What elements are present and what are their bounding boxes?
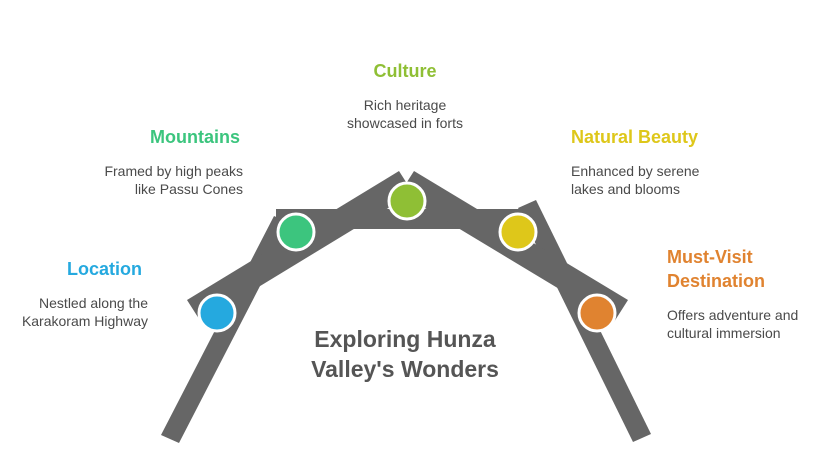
destination-title: Must-Visit Destination <box>667 245 827 293</box>
center-title: Exploring Hunza Valley's Wonders <box>295 324 515 384</box>
location-desc-line1: Nestled along the <box>39 295 148 311</box>
mountains-description: Framed by high peaks like Passu Cones <box>60 162 243 198</box>
destination-description: Offers adventure and cultural immersion <box>667 306 827 342</box>
natural-beauty-desc-line1: Enhanced by serene <box>571 163 700 179</box>
mountains-title: Mountains <box>150 127 240 147</box>
destination-dot <box>577 293 617 333</box>
mountains-desc-line2: like Passu Cones <box>134 181 243 197</box>
destination-title-line1: Must-Visit <box>667 247 753 267</box>
center-title-line2: Valley's Wonders <box>311 356 499 382</box>
location-title: Location <box>67 259 142 279</box>
culture-desc-line2: showcased in forts <box>347 115 463 131</box>
location-dot <box>197 293 237 333</box>
destination-title-line2: Destination <box>667 271 766 291</box>
location-desc-line2: Karakoram Highway <box>21 313 148 329</box>
mountains-desc-line1: Framed by high peaks <box>104 163 243 179</box>
location-description: Nestled along the Karakoram Highway <box>0 294 148 330</box>
center-title-line1: Exploring Hunza <box>314 326 496 352</box>
natural-beauty-desc-line2: lakes and blooms <box>571 181 680 197</box>
destination-desc-line1: Offers adventure and <box>667 307 799 323</box>
natural-beauty-title: Natural Beauty <box>571 127 699 147</box>
culture-desc-line1: Rich heritage <box>363 97 447 113</box>
mountains-dot <box>276 212 316 252</box>
culture-title: Culture <box>373 61 437 81</box>
natural-beauty-dot <box>498 212 538 252</box>
culture-description: Rich heritage showcased in forts <box>320 96 490 132</box>
culture-dot <box>387 181 427 221</box>
natural-beauty-description: Enhanced by serene lakes and blooms <box>571 162 771 198</box>
destination-desc-line2: cultural immersion <box>667 325 781 341</box>
